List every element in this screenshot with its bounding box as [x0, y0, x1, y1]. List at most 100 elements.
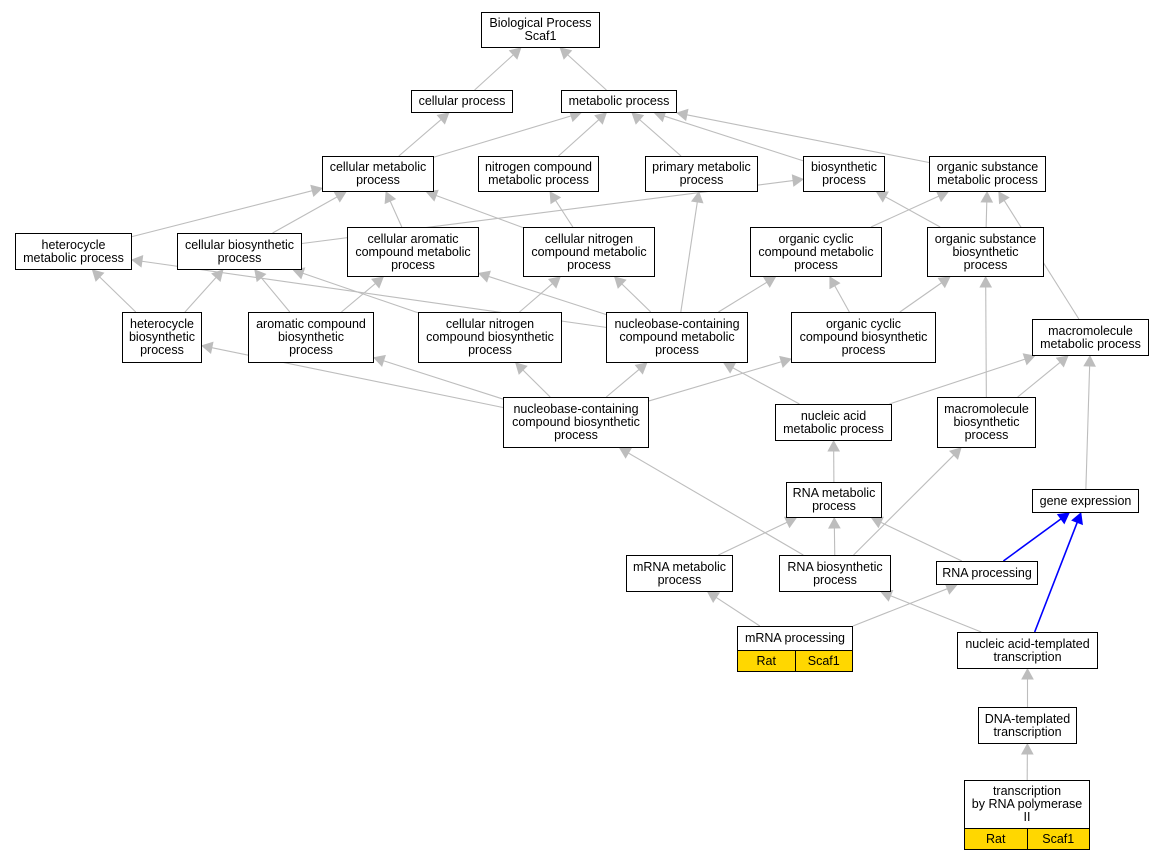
edge-nucleobase_containing_compound_metabolic_process-to-cellular_nitrogen_compound_metabolic_process	[621, 283, 652, 313]
edge-nucleic_acid_metabolic_process-to-nucleobase_containing_compound_metabolic_process	[732, 367, 800, 405]
arrowhead-icon	[91, 269, 105, 282]
node-label: metabolic process	[568, 94, 670, 108]
arrowhead-icon	[1083, 354, 1096, 367]
edge-organic_cyclic_compound_metabolic_process-to-organic_substance_metabolic_process	[870, 195, 940, 228]
arrowhead-icon	[979, 275, 993, 288]
edge-cellular_process-to-root	[474, 54, 514, 91]
node-nucleic-acid-templated-transcription[interactable]: nucleic acid-templated transcription	[957, 632, 1098, 669]
edge-cellular_aromatic_compound_metabolic_process-to-cellular_metabolic_process	[389, 200, 403, 228]
node-cellular-metabolic-process[interactable]: cellular metabolic process	[322, 156, 434, 192]
arrowhead-icon	[998, 191, 1010, 205]
edge-cellular_nitrogen_compound_metabolic_process-to-nitrogen_compound_metabolic_process	[555, 200, 574, 228]
edge-heterocycle_biosynthetic_process-to-cellular_biosynthetic_process	[184, 277, 217, 313]
arrowhead-icon	[478, 270, 491, 283]
arrowhead-icon	[1022, 353, 1036, 366]
node-biosynthetic-process[interactable]: biosynthetic process	[803, 156, 885, 192]
edge-biosynthetic_process-to-metabolic_process	[664, 115, 804, 162]
node-nucleic-acid-metabolic-process[interactable]: nucleic acid metabolic process	[775, 404, 892, 441]
edge-organic_substance_biosynthetic_process-to-organic_substance_metabolic_process	[985, 201, 988, 228]
arrowhead-icon	[631, 112, 645, 125]
node-metabolic-process[interactable]: metabolic process	[561, 90, 677, 113]
edge-cellular_nitrogen_compound_biosynthetic_process-to-cellular_nitrogen_compound_metabolic_process	[519, 283, 553, 313]
arrowhead-icon	[829, 276, 841, 290]
edge-mrna_processing-to-rna_processing	[852, 588, 948, 627]
node-cellular-nitrogen-compound-biosynthetic-process[interactable]: cellular nitrogen compound biosynthetic …	[418, 312, 562, 363]
node-root[interactable]: Biological Process Scaf1	[481, 12, 600, 48]
node-label: organic substance biosynthetic process	[934, 231, 1037, 272]
node-label: organic cyclic compound metabolic proces…	[758, 231, 874, 272]
node-organic-cyclic-compound-metabolic-process[interactable]: organic cyclic compound metabolic proces…	[750, 227, 882, 277]
node-rna-processing[interactable]: RNA processing	[936, 561, 1038, 585]
edge-aromatic_compound_biosynthetic_process-to-cellular_biosynthetic_process	[260, 277, 291, 313]
node-primary-metabolic-process[interactable]: primary metabolic process	[645, 156, 758, 192]
node-label: macromolecule metabolic process	[1040, 323, 1141, 351]
annotation-mrna-processing: Rat Scaf1	[737, 651, 853, 672]
arrowhead-icon	[371, 276, 384, 289]
edge-nucleobase_containing_compound_biosynthetic_process-to-nucleobase_containing_compound_metabolic_process	[605, 369, 640, 398]
node-dna-templated-transcription[interactable]: DNA-templated transcription	[978, 707, 1077, 744]
node-nucleobase-containing-compound-metabolic-process[interactable]: nucleobase-containing compound metabolic…	[606, 312, 748, 363]
node-label: mRNA metabolic process	[632, 559, 727, 587]
edge-gene_expression-to-macromolecule_metabolic_process	[1085, 365, 1091, 490]
edge-macromolecule_biosynthetic_process-to-macromolecule_metabolic_process	[1017, 361, 1061, 398]
node-organic-substance-biosynthetic-process[interactable]: organic substance biosynthetic process	[927, 227, 1044, 277]
node-organic-substance-metabolic-process[interactable]: organic substance metabolic process	[929, 156, 1046, 192]
arrowhead-icon	[880, 590, 894, 602]
node-rna-biosynthetic-process[interactable]: RNA biosynthetic process	[779, 555, 891, 592]
arrowhead-icon	[508, 47, 522, 60]
node-label: nucleic acid-templated transcription	[965, 636, 1090, 664]
node-label: mRNA processing	[744, 631, 846, 645]
arrowhead-icon	[515, 362, 528, 375]
annotation-transcription-by-rna-polymerase-ii: Rat Scaf1	[964, 829, 1090, 850]
edge-cellular_biosynthetic_process-to-cellular_metabolic_process	[272, 196, 338, 234]
node-nitrogen-compound-metabolic-process[interactable]: nitrogen compound metabolic process	[478, 156, 599, 192]
edge-primary_metabolic_process-to-metabolic_process	[639, 119, 682, 157]
edge-nucleobase_containing_compound_biosynthetic_process-to-organic_cyclic_compound_biosynthetic_process	[648, 361, 782, 402]
arrowhead-icon	[763, 276, 777, 288]
edge-heterocycle_biosynthetic_process-to-heterocycle_metabolic_process	[99, 276, 137, 313]
node-heterocycle-biosynthetic-process[interactable]: heterocycle biosynthetic process	[122, 312, 202, 363]
node-label: biosynthetic process	[810, 160, 877, 187]
edge-rna_processing-to-gene_expression	[1002, 518, 1062, 562]
node-label: nitrogen compound metabolic process	[484, 160, 593, 187]
node-cellular-aromatic-compound-metabolic-process[interactable]: cellular aromatic compound metabolic pro…	[347, 227, 479, 277]
node-transcription-by-rna-polymerase-ii[interactable]: transcription by RNA polymerase II	[964, 780, 1090, 829]
arrowhead-icon	[333, 191, 347, 203]
arrowhead-icon	[618, 447, 633, 459]
arrowhead-icon	[254, 269, 267, 283]
arrowhead-icon	[634, 362, 648, 375]
node-macromolecule-biosynthetic-process[interactable]: macromolecule biosynthetic process	[937, 397, 1036, 448]
arrowhead-icon	[547, 276, 561, 289]
edge-nucleobase_containing_compound_metabolic_process-to-cellular_aromatic_compound_metabolic_process	[488, 275, 607, 316]
node-organic-cyclic-compound-biosynthetic-process[interactable]: organic cyclic compound biosynthetic pro…	[791, 312, 936, 363]
node-gene-expression[interactable]: gene expression	[1032, 489, 1139, 513]
node-cellular-process[interactable]: cellular process	[411, 90, 513, 113]
arrowhead-icon	[944, 582, 958, 595]
edge-mrna_metabolic_process-to-rna_metabolic_process	[718, 521, 788, 556]
arrowhead-icon	[875, 191, 889, 203]
arrowhead-icon	[1055, 355, 1069, 368]
node-label: nucleic acid metabolic process	[783, 408, 884, 436]
edge-nucleobase_containing_compound_biosynthetic_process-to-aromatic_compound_biosynthetic_process	[383, 360, 504, 400]
node-heterocycle-metabolic-process[interactable]: heterocycle metabolic process	[15, 233, 132, 270]
node-label: cellular nitrogen compound biosynthetic …	[426, 317, 554, 357]
node-rna-metabolic-process[interactable]: RNA metabolic process	[786, 482, 882, 518]
node-label: heterocycle biosynthetic process	[128, 317, 195, 357]
node-cellular-biosynthetic-process[interactable]: cellular biosynthetic process	[177, 233, 302, 270]
arrowhead-icon	[200, 341, 214, 355]
node-mrna-processing[interactable]: mRNA processing	[737, 626, 853, 651]
node-nucleobase-containing-compound-biosynthetic-process[interactable]: nucleobase-containing compound biosynthe…	[503, 397, 649, 448]
node-cellular-nitrogen-compound-metabolic-process[interactable]: cellular nitrogen compound metabolic pro…	[523, 227, 655, 277]
node-mrna-metabolic-process[interactable]: mRNA metabolic process	[626, 555, 733, 592]
node-label: Biological Process Scaf1	[489, 16, 592, 43]
node-aromatic-compound-biosynthetic-process[interactable]: aromatic compound biosynthetic process	[248, 312, 374, 363]
arrowhead-icon	[828, 516, 841, 529]
gene-cell: Scaf1	[1026, 829, 1090, 849]
edge-organic_cyclic_compound_biosynthetic_process-to-organic_cyclic_compound_metabolic_process	[834, 285, 850, 313]
species-cell: Rat	[756, 654, 776, 668]
node-label: nucleobase-containing compound metabolic…	[614, 317, 740, 357]
arrowhead-icon	[779, 355, 792, 368]
node-macromolecule-metabolic-process[interactable]: macromolecule metabolic process	[1032, 319, 1149, 356]
